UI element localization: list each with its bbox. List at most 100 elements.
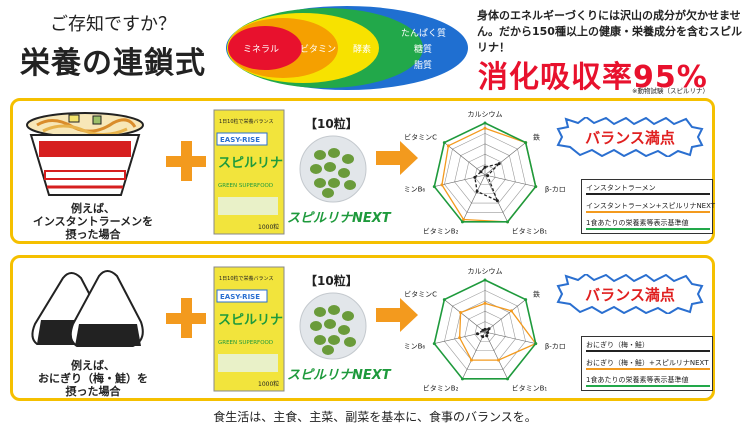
radar-spoke bbox=[484, 174, 536, 187]
ring-label-mineral: ミネラル bbox=[243, 44, 279, 55]
box-brand: EASY-RISE bbox=[220, 136, 260, 144]
food-caption-line2: おにぎり（梅・鮭）を bbox=[38, 372, 148, 385]
radar-axis-label: ビタミンC bbox=[405, 290, 437, 299]
radar-point bbox=[509, 309, 513, 313]
radar-point bbox=[479, 170, 483, 174]
balance-badge: バランス満点 bbox=[556, 117, 704, 157]
ring-label-protein: たんぱく質 bbox=[401, 27, 446, 39]
radar-point bbox=[485, 334, 489, 338]
radar-point bbox=[481, 328, 485, 332]
pills-plate-image bbox=[299, 135, 367, 203]
box-top: 1日10粒で栄養バランス bbox=[219, 118, 273, 125]
radar-spoke bbox=[484, 142, 526, 176]
balance-burst-badge bbox=[556, 117, 704, 157]
legend-item-food-plus: おにぎり（梅・鮭）+スピルリナNEXT bbox=[586, 359, 709, 367]
product-brand-name: スピルリナNEXT bbox=[287, 368, 391, 383]
legend-item-standard: 1食あたりの栄養素等表示基準値 bbox=[586, 376, 689, 384]
radar-axis-label: ビタミンC bbox=[405, 133, 437, 142]
radar-spoke bbox=[462, 174, 486, 222]
radar-point bbox=[497, 162, 501, 166]
page-title: 栄養の連鎖式 bbox=[20, 46, 206, 81]
balance-text: バランス満点 bbox=[585, 286, 675, 304]
food-caption-line1: 例えば、 bbox=[71, 202, 115, 215]
radar-point bbox=[432, 342, 436, 346]
legend-swatch-standard bbox=[586, 385, 710, 392]
box-sub: GREEN SUPERFOOD bbox=[218, 340, 273, 346]
radar-point bbox=[440, 183, 444, 187]
radar-point bbox=[483, 301, 487, 305]
food-caption: 例えば、 インスタントラーメンを 摂った場合 bbox=[18, 202, 168, 241]
radar-point bbox=[483, 278, 487, 282]
radar-axis-label: カルシウム bbox=[468, 268, 503, 276]
panel-onigiri: 例えば、 おにぎり（梅・鮭）を 摂った場合 EASY-RISE 1日10粒で栄養… bbox=[10, 255, 715, 401]
radar-point bbox=[462, 218, 466, 222]
radar-grid-ring bbox=[444, 133, 526, 213]
food-caption-line2: インスタントラーメンを bbox=[32, 215, 154, 228]
legend-item-food: インスタントラーメン bbox=[586, 184, 656, 192]
radar-point bbox=[534, 342, 538, 346]
radar-spoke bbox=[484, 331, 536, 344]
onigiri-image bbox=[31, 270, 144, 347]
radar-grid-ring bbox=[454, 143, 516, 204]
pills-plate-image bbox=[299, 292, 367, 360]
plus-icon bbox=[166, 141, 206, 181]
radar-axis-label: カルシウム bbox=[468, 111, 503, 119]
radar-axis-label: 鉄 bbox=[533, 290, 540, 299]
ring-label-sugar: 糖質 bbox=[414, 43, 432, 55]
nutrition-chain-diagram: ミネラル ビタミン 酵素 たんぱく質 糖質 脂質 bbox=[226, 6, 468, 90]
radar-grid-ring bbox=[444, 290, 526, 370]
radar-axis-label: ビタミンB₆ bbox=[405, 185, 425, 194]
box-brand: EASY-RISE bbox=[220, 293, 260, 301]
absorption-rate: 消化吸収率95% bbox=[478, 60, 708, 95]
pills-label: 【10粒】 bbox=[305, 274, 358, 288]
balance-burst-badge bbox=[556, 274, 704, 314]
radar-spoke bbox=[444, 142, 486, 176]
radar-point bbox=[446, 144, 450, 148]
radar-axis-label: ビタミンB₂ bbox=[423, 226, 459, 235]
product-brand-name: スピルリナNEXT bbox=[287, 211, 391, 226]
radar-axis-label: ビタミンB₁ bbox=[512, 383, 548, 392]
radar-point bbox=[483, 121, 487, 125]
legend-swatch-food bbox=[586, 350, 710, 357]
radar-point bbox=[475, 332, 479, 336]
legend-swatch-standard bbox=[586, 228, 710, 235]
radar-grid-ring bbox=[474, 164, 496, 185]
radar-point bbox=[506, 377, 510, 381]
header-description: 身体のエネルギーづくりには沢山の成分が欠かせません。だから150種以上の健康・栄… bbox=[477, 9, 742, 54]
legend-item-standard: 1食あたりの栄養素等表示基準値 bbox=[586, 219, 689, 227]
radar-point bbox=[442, 141, 446, 145]
radar-spoke bbox=[444, 299, 486, 333]
radar-point bbox=[487, 327, 491, 331]
box-top: 1日10粒で栄養バランス bbox=[219, 275, 273, 282]
radar-axis-label: β-カロテン bbox=[545, 186, 565, 194]
box-count: 1000粒 bbox=[258, 223, 279, 231]
radar-point bbox=[524, 141, 528, 145]
legend-swatch-food bbox=[586, 193, 710, 200]
spirulina-box-image: EASY-RISE 1日10粒で栄養バランス スピルリナ GREEN SUPER… bbox=[213, 109, 285, 235]
radar-grid-ring bbox=[464, 310, 506, 352]
radar-point bbox=[442, 298, 446, 302]
box-sub: GREEN SUPERFOOD bbox=[218, 183, 273, 189]
pills-label: 【10粒】 bbox=[305, 117, 358, 131]
balance-badge: バランス満点 bbox=[556, 274, 704, 314]
radar-spoke bbox=[484, 331, 508, 379]
radar-point bbox=[459, 311, 463, 315]
radar-point bbox=[483, 165, 487, 169]
radar-series-2 bbox=[433, 279, 537, 380]
food-caption-line3: 摂った場合 bbox=[65, 385, 121, 398]
legend-swatch-food-plus bbox=[586, 211, 710, 218]
radar-point bbox=[475, 189, 479, 193]
radar-series-1 bbox=[458, 302, 537, 361]
legend-item-food: おにぎり（梅・鮭） bbox=[586, 341, 649, 349]
food-caption-line1: 例えば、 bbox=[71, 359, 115, 372]
radar-point bbox=[460, 377, 464, 381]
footer-text: 食生活は、主食、主菜、副菜を基本に、食事のバランスを。 bbox=[213, 410, 537, 424]
box-name: スピルリナ bbox=[218, 313, 283, 328]
ring-mineral bbox=[228, 26, 302, 70]
radar-point bbox=[458, 336, 462, 340]
radar-point bbox=[432, 185, 436, 189]
radar-grid-ring bbox=[464, 153, 506, 195]
radar-point bbox=[460, 220, 464, 224]
radar-grid-ring bbox=[474, 321, 496, 342]
